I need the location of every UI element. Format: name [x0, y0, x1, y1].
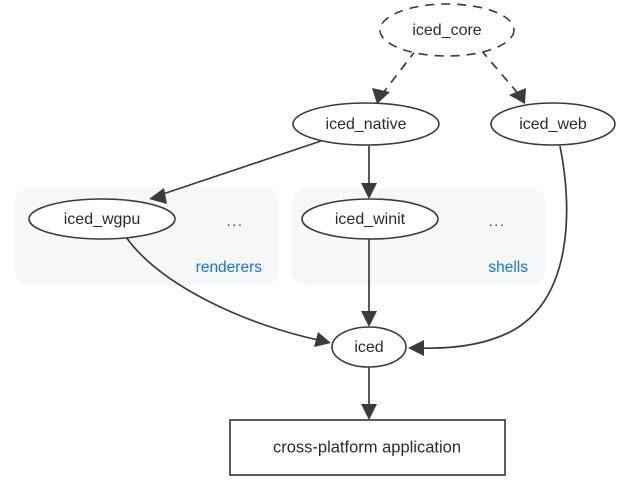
edge-native-to-wgpu-arrowhead: [149, 188, 167, 204]
edge-native-to-wgpu: [149, 140, 322, 204]
edge-web-to-iced: [408, 145, 568, 356]
edge-native-to-winit: [361, 146, 377, 199]
edge-core-to-native: [372, 49, 417, 104]
edge-wgpu-to-iced-line: [125, 236, 324, 342]
edge-native-to-wgpu-line: [156, 140, 322, 197]
edge-iced-to-app-arrowhead: [361, 404, 377, 420]
cluster-shells-label: shells: [488, 259, 528, 276]
edge-native-to-winit-arrowhead: [361, 183, 377, 199]
edge-iced-to-app: [361, 367, 377, 420]
edge-core-to-web-arrowhead: [509, 88, 526, 104]
edge-web-to-iced-line: [416, 145, 568, 350]
edge-wgpu-to-iced: [125, 236, 331, 347]
edge-core-to-native-line: [379, 49, 417, 98]
renderers-more-ellipsis: ...: [226, 213, 243, 230]
node-iced-shape[interactable]: [331, 326, 407, 368]
cluster-renderers-label: renderers: [196, 259, 263, 276]
edge-core-to-native-arrowhead: [372, 88, 390, 104]
node-cross-platform-application[interactable]: cross-platform application: [229, 419, 506, 476]
edge-winit-to-iced-arrowhead: [361, 311, 377, 327]
node-iced-web[interactable]: iced_web: [490, 102, 616, 146]
node-iced-native-shape[interactable]: [292, 102, 440, 146]
node-iced-web-shape[interactable]: [490, 102, 616, 146]
node-iced-core[interactable]: iced_core: [379, 3, 515, 57]
node-iced-web-label: iced_web: [519, 116, 587, 133]
node-iced-label: iced: [354, 339, 383, 356]
node-iced-core-label: iced_core: [412, 22, 481, 39]
node-iced-wgpu[interactable]: iced_wgpu: [28, 198, 176, 240]
node-iced-wgpu-label: iced_wgpu: [64, 211, 141, 228]
node-cross-platform-application-label: cross-platform application: [273, 438, 461, 456]
node-iced-winit-shape[interactable]: [301, 198, 439, 240]
node-iced-native-label: iced_native: [326, 116, 407, 133]
node-iced-wgpu-shape[interactable]: [28, 198, 176, 240]
node-iced-winit-label: iced_winit: [335, 211, 406, 228]
node-cross-platform-application-shape[interactable]: [229, 419, 506, 476]
edge-wgpu-to-iced-arrowhead: [314, 332, 331, 347]
node-iced-core-shape[interactable]: [379, 3, 515, 57]
node-iced[interactable]: iced: [331, 326, 407, 368]
edge-core-to-web-line: [480, 49, 522, 98]
edge-core-to-web: [480, 49, 526, 104]
node-iced-native[interactable]: iced_native: [292, 102, 440, 146]
node-iced-winit[interactable]: iced_winit: [301, 198, 439, 240]
edge-web-to-iced-arrowhead: [408, 340, 424, 356]
edge-winit-to-iced: [361, 239, 377, 327]
shells-more-ellipsis: ...: [488, 213, 505, 230]
